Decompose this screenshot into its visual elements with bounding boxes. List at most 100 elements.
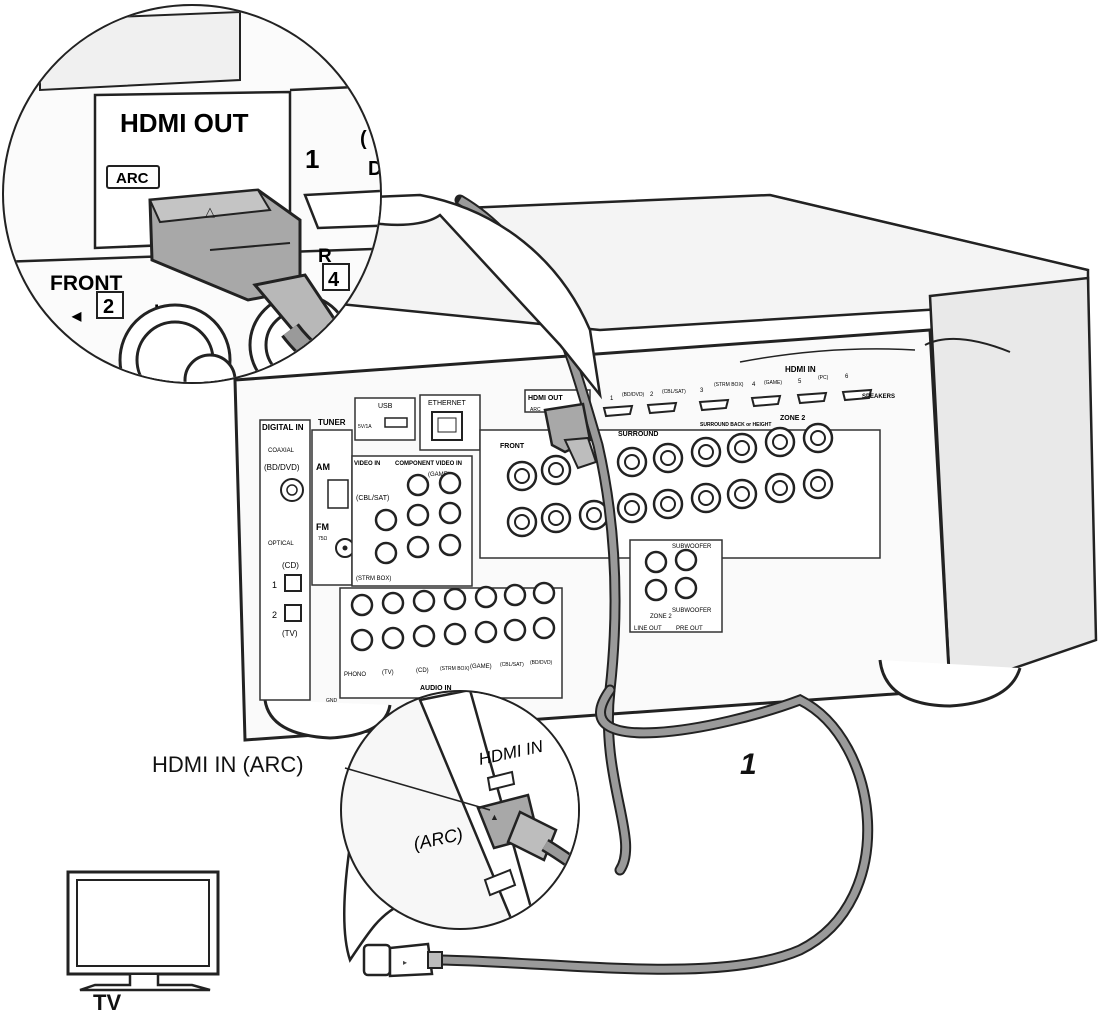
svg-text:▲: ▲ [490,812,499,822]
svg-text:(BD/DVD): (BD/DVD) [530,660,553,666]
svg-text:ARC: ARC [530,407,541,413]
svg-text:1: 1 [305,144,319,174]
svg-text:(STRM BOX): (STRM BOX) [714,382,744,388]
foot-right [878,659,1022,708]
hdmi-cable: ▸ [362,194,874,978]
panel-hdmi-in-label: HDMI IN [785,365,816,374]
digital-in-block [259,419,311,701]
panel-hdmi-out-label: HDMI OUT [528,395,563,402]
hdmi-in-arc-callout: HDMI IN (ARC) [152,752,304,777]
panel-surround-label: SURROUND [618,431,658,438]
optical-jack-2[interactable] [284,604,302,622]
zoom-hdmi-out: HDMI OUT ARC 1 ( D FRONT 2 R ◀ L R 4 [2,4,602,400]
tuner-label: TUNER [318,418,346,427]
svg-text:ZONE 2: ZONE 2 [780,415,805,422]
zoom-hdmi-out-label: HDMI OUT [120,108,249,138]
svg-text:(TV): (TV) [382,670,394,676]
svg-text:5V/1A: 5V/1A [358,424,372,430]
zoom-arc-badge [106,165,160,189]
svg-text:1: 1 [610,396,614,402]
hdmi-in-port-5[interactable] [796,391,828,405]
tv-icon [66,870,220,992]
usb-label: USB [378,403,393,410]
svg-text:SUBWOOFER: SUBWOOFER [672,608,712,614]
speaker-terminals [506,422,834,538]
hdmi-plug-receiver [543,402,598,470]
tv-stand [79,975,211,992]
svg-text:5: 5 [798,379,802,385]
optical-label: OPTICAL [268,541,294,547]
hdmi-in-port-4[interactable] [750,394,782,408]
component-label: COMPONENT VIDEO IN [395,461,462,467]
optical-jack-1[interactable] [284,574,302,592]
component-jacks [374,471,462,565]
svg-text:2: 2 [103,296,114,318]
hdmi-in-port-6[interactable] [841,388,873,402]
audio-in-label: AUDIO IN [420,685,452,692]
svg-text:PRE OUT: PRE OUT [676,626,703,632]
svg-text:1: 1 [272,580,277,590]
svg-text:SUBWOOFER: SUBWOOFER [672,544,712,550]
svg-text:(PC): (PC) [818,375,829,381]
svg-text:6: 6 [845,374,849,380]
svg-text:▸: ▸ [403,958,407,967]
svg-text:2: 2 [650,392,654,398]
svg-text:LINE OUT: LINE OUT [634,626,662,632]
video-in-label: VIDEO IN [354,461,380,467]
fm-label: FM [316,522,329,532]
svg-text:2: 2 [272,610,277,620]
zone2-lineout-jack[interactable] [644,550,668,574]
optical-cd-label: (CD) [282,561,299,570]
usb-port[interactable] [384,417,408,428]
gnd-label: GND [326,698,338,704]
svg-text:R: R [318,246,332,267]
svg-text:D: D [368,158,382,180]
svg-text:(STRM BOX): (STRM BOX) [356,576,391,582]
hdmi-in-port-3[interactable] [698,398,730,412]
am-terminal[interactable] [327,479,349,509]
svg-text:4: 4 [752,382,756,388]
panel-front-label: FRONT [500,443,525,450]
svg-text:75Ω: 75Ω [318,536,328,542]
zoom-hdmi-in: HDMI IN (ARC) ▲ [340,690,580,963]
hdmi-in-ports [602,388,873,418]
svg-text:3: 3 [700,388,704,394]
svg-text:4: 4 [328,269,340,291]
subwoofer-jack[interactable] [674,548,698,572]
callout-leader [344,767,491,811]
receiver: DIGITAL IN COAXIAL (BD/DVD) OPTICAL (CD)… [233,193,1098,742]
am-label: AM [316,462,330,472]
svg-text:(GAME): (GAME) [764,380,782,386]
svg-text:(CD): (CD) [416,668,429,674]
svg-text:(CBL/SAT): (CBL/SAT) [356,495,389,502]
svg-text:ZONE 2: ZONE 2 [650,614,672,620]
hdmi-plug-loose: ▸ [362,942,443,978]
digital-in-label: DIGITAL IN [262,423,304,432]
svg-text:R: R [18,299,32,320]
svg-text:(STRM BOX): (STRM BOX) [440,666,470,672]
zoom-front-label: FRONT [50,272,122,295]
svg-text:(GAME): (GAME) [470,664,492,670]
optical-tv-label: (TV) [282,629,298,638]
coaxial-label: COAXIAL [268,448,295,454]
svg-text:(: ( [360,128,367,150]
svg-text:(CBL/SAT): (CBL/SAT) [662,389,686,395]
hdmi-in-port-2[interactable] [646,401,678,415]
svg-text:(GAME): (GAME) [428,472,450,478]
ethernet-label: ETHERNET [428,400,466,407]
step-number: 1 [740,748,757,781]
svg-text:PHONO: PHONO [344,672,366,678]
svg-text:(BD/DVD): (BD/DVD) [622,392,645,398]
svg-text:△: △ [205,204,215,219]
audio-in-jacks [350,581,556,652]
tv-label: TV [93,990,122,1015]
zoom-bottom-pointer [343,842,402,963]
svg-text:(CBL/SAT): (CBL/SAT) [500,662,524,668]
coax-bd-label: (BD/DVD) [264,463,300,472]
speakers-label: SPEAKERS [862,394,895,400]
hdmi-in-port-1[interactable] [602,404,634,418]
svg-text:SURROUND BACK or HEIGHT: SURROUND BACK or HEIGHT [700,422,771,428]
svg-text:◀: ◀ [71,309,82,323]
